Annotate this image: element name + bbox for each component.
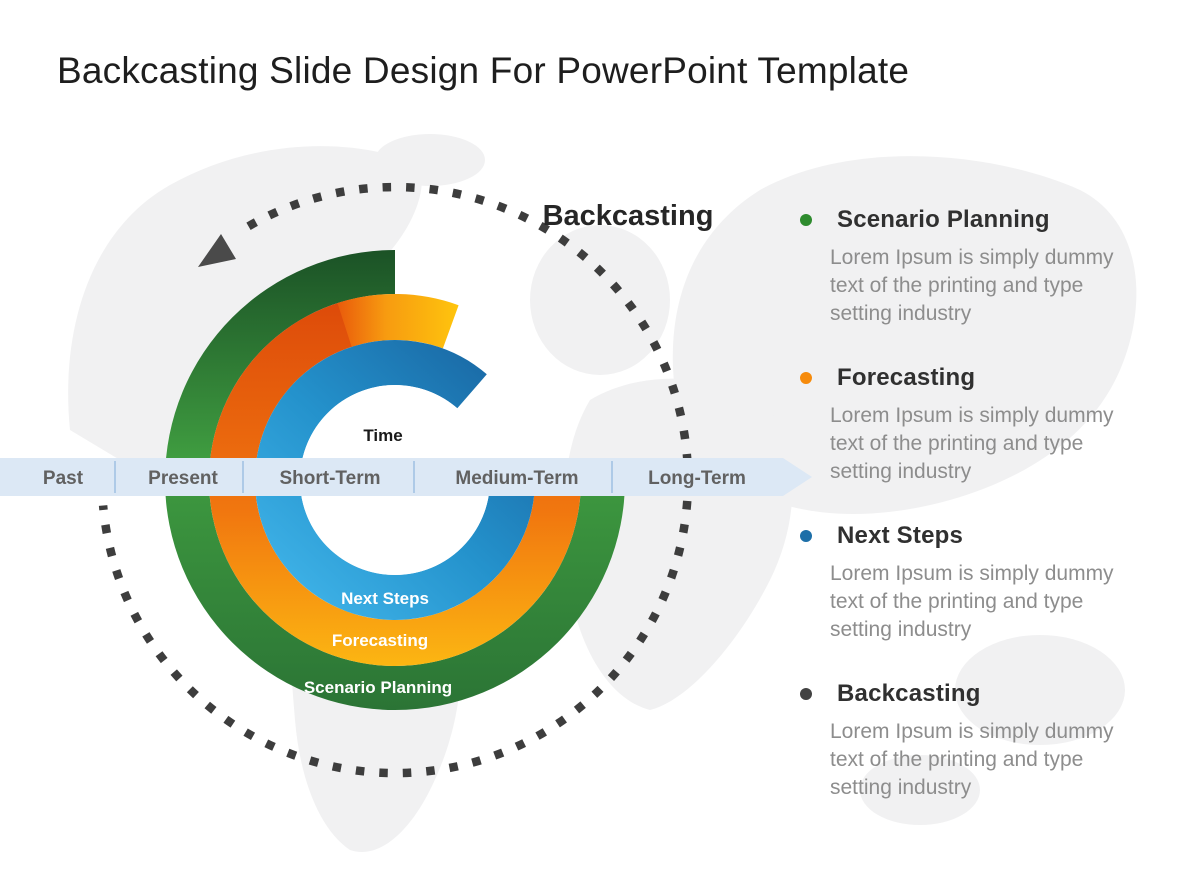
timeline-label-medium-term: Medium-Term xyxy=(455,468,578,489)
legend-description: Lorem Ipsum is simply dummy text of the … xyxy=(830,246,1114,325)
timeline-label-long-term: Long-Term xyxy=(648,468,746,489)
ring-label-forecasting: Forecasting xyxy=(332,631,428,650)
world-map-background xyxy=(68,134,1137,852)
legend-title: Next Steps xyxy=(837,522,964,549)
backcasting-dotted-circle xyxy=(98,182,693,778)
legend-item-backcasting: Backcasting Lorem Ipsum is simply dummy … xyxy=(794,680,1124,802)
legend-description: Lorem Ipsum is simply dummy text of the … xyxy=(830,562,1114,641)
timeline-label-present: Present xyxy=(148,468,218,489)
time-label: Time xyxy=(363,426,402,445)
legend-description: Lorem Ipsum is simply dummy text of the … xyxy=(830,404,1114,483)
ring-label-scenario-planning: Scenario Planning xyxy=(304,678,452,697)
scenario-planning-bullet-icon xyxy=(800,214,812,226)
ring-label-next-steps: Next Steps xyxy=(341,589,429,608)
ring-forecasting-yellow-end xyxy=(337,293,459,349)
backcasting-cycle-label: Backcasting xyxy=(543,200,714,232)
legend-title: Forecasting xyxy=(837,364,976,391)
backcasting-arrowhead-icon xyxy=(198,234,236,267)
timeline-label-past: Past xyxy=(43,468,84,489)
legend-title: Scenario Planning xyxy=(837,206,1050,233)
legend-description: Lorem Ipsum is simply dummy text of the … xyxy=(830,720,1114,799)
timeline-label-short-term: Short-Term xyxy=(280,468,381,489)
timeline-band: Past Present Short-Term Medium-Term Long… xyxy=(0,458,812,496)
ring-next-steps xyxy=(255,340,535,621)
forecasting-bullet-icon xyxy=(800,372,812,384)
timeline-arrow-shape xyxy=(0,458,812,496)
page-title: Backcasting Slide Design For PowerPoint … xyxy=(57,50,910,91)
next-steps-bullet-icon xyxy=(800,530,812,542)
legend-title: Backcasting xyxy=(837,680,981,707)
legend-item-scenario-planning: Scenario Planning Lorem Ipsum is simply … xyxy=(794,206,1124,328)
backcasting-bullet-icon xyxy=(800,688,812,700)
legend-item-forecasting: Forecasting Lorem Ipsum is simply dummy … xyxy=(794,364,1124,486)
legend-item-next-steps: Next Steps Lorem Ipsum is simply dummy t… xyxy=(794,522,1124,644)
